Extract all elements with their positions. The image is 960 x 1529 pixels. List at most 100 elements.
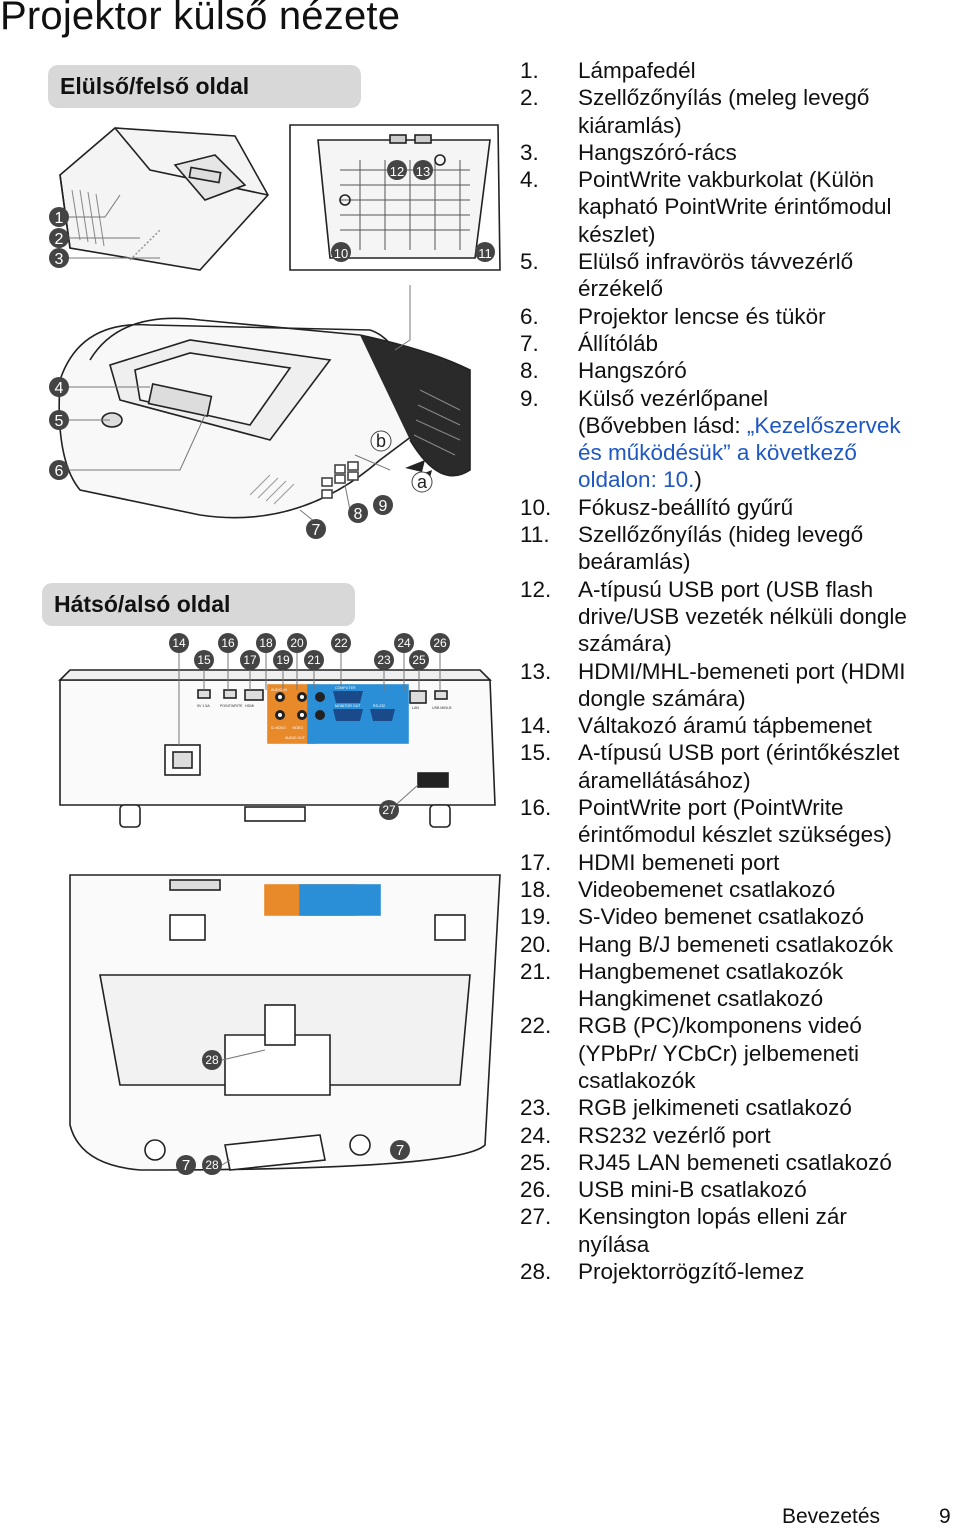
list-item-line: Szellőzőnyílás (meleg levegő — [578, 85, 870, 111]
list-item-line: RS232 vezérlő port — [578, 1122, 771, 1148]
list-item-number: 17. — [520, 849, 552, 875]
controls-link[interactable]: „Kezelőszervek — [746, 412, 901, 438]
list-item: 19. S-Video bemenet csatlakozó — [520, 903, 950, 930]
list-item-line: Hangkimenet csatlakozó — [578, 986, 824, 1012]
callout-5: 5 — [49, 410, 69, 430]
list-item-line: RJ45 LAN bemeneti csatlakozó — [578, 1149, 892, 1175]
list-item-number: 25. — [520, 1149, 552, 1175]
rear-bottom-figure: 14 16 18 20 22 24 26 15 17 19 21 23 25 2… — [58, 633, 501, 1175]
list-item: 9.Külső vezérlőpanel(Bővebben lásd: „Kez… — [520, 385, 950, 494]
list-item-line: Hangbemenet csatlakozók — [578, 958, 844, 984]
list-item-line: drive/USB vezeték nélküli dongle — [578, 603, 907, 629]
callout-4-text: 4 — [55, 380, 64, 397]
callout-2-text: 2 — [55, 231, 64, 248]
callout-17: 17 — [240, 650, 260, 670]
callout-15: 15 — [194, 650, 214, 670]
small-projector-body — [59, 127, 269, 271]
list-item-line: kapható PointWrite érintőmodul — [578, 194, 892, 220]
list-item: 20.Hang B/J bemeneti csatlakozók — [520, 931, 950, 958]
callout-20-text: 20 — [290, 636, 304, 650]
list-item-line: Kensington lopás elleni zár — [578, 1204, 847, 1230]
callout-21-text: 21 — [307, 653, 321, 667]
list-item: 8.Hangszóró — [520, 357, 950, 384]
list-item-number: 21. — [520, 958, 552, 984]
callout-6-text: 6 — [55, 463, 64, 480]
list-item-text: Állítóláb — [578, 330, 950, 357]
section-label-front-text: Elülső/felső oldal — [60, 73, 250, 99]
callout-7-right-text: 7 — [396, 1142, 404, 1159]
section-label-front: Elülső/felső oldal — [48, 65, 361, 108]
callout-7: 7 — [306, 519, 326, 539]
list-item-text: Fókusz-beállító gyűrű — [578, 494, 950, 521]
list-item-number: 11. — [520, 522, 550, 548]
panel-label-audio-out: AUDIO OUT — [285, 736, 306, 740]
callout-7-right: 7 — [390, 1140, 410, 1160]
section-label-rear: Hátsó/alsó oldal — [42, 583, 355, 626]
panel-label-lan: LAN — [412, 706, 419, 710]
list-item-number: 7. — [520, 330, 539, 356]
page-title: Projektor külső nézete — [0, 0, 401, 38]
list-item-line: Lámpafedél — [578, 58, 696, 83]
callout-7-text: 7 — [312, 522, 321, 539]
list-item-number: 1. — [520, 58, 539, 83]
controls-link-line3[interactable]: oldalon: 10. — [578, 467, 695, 493]
item9-ref-line3: oldalon: 10.) — [578, 466, 950, 493]
control-panel-buttons — [321, 461, 359, 499]
callout-9: 9 — [373, 495, 393, 515]
list-item-text: S-Video bemenet csatlakozó — [578, 903, 950, 930]
feature-list: 1. Lámpafedél 2. Szellőzőnyílás (meleg leve… — [520, 57, 950, 1285]
kensington-slot — [417, 772, 449, 788]
footer-section: Bevezetés — [782, 1505, 881, 1528]
list-item: 28.Projektorrögzítő-lemez — [520, 1258, 950, 1285]
callout-12-text: 12 — [390, 164, 404, 179]
list-item-number: 2. — [520, 85, 539, 111]
list-item-number: 3. — [520, 139, 539, 165]
callout-3-text: 3 — [55, 251, 64, 268]
controls-link-line2[interactable]: és működésük” a következő — [578, 440, 857, 466]
item9-ref-suffix: ) — [694, 467, 702, 493]
list-item-line: Projektor lencse és tükör — [578, 303, 826, 329]
list-item-text: Lámpafedél — [578, 57, 950, 84]
callout-10: 10 — [331, 242, 351, 262]
panel-label-pointwrite: POINTWRITE — [220, 704, 243, 708]
list-item-line: Szellőzőnyílás (hideg levegő — [578, 522, 864, 548]
callout-22: 22 — [331, 633, 351, 653]
list-item-line: beáramlás) — [578, 549, 691, 575]
callout-7-left: 7 — [176, 1155, 196, 1175]
list-item-text: Videobemenet csatlakozó — [578, 876, 950, 903]
callout-10-text: 10 — [334, 246, 348, 261]
list-item-text: RGB jelkimeneti csatlakozó — [578, 1094, 950, 1121]
list-item-number: 13. — [520, 658, 552, 684]
list-item-number: 23. — [520, 1095, 552, 1121]
list-item-number: 24. — [520, 1122, 552, 1148]
list-item-number: 19. — [520, 904, 552, 930]
list-item-number: 16. — [520, 795, 552, 821]
panel-label-video: VIDEO — [292, 726, 303, 730]
list-item-text: RS232 vezérlő port — [578, 1122, 950, 1149]
list-item-text: Hangszóró — [578, 357, 950, 384]
section-label-rear-text: Hátsó/alsó oldal — [54, 591, 231, 617]
list-item: 18.Videobemenet csatlakozó — [520, 876, 950, 903]
callout-12: 12 — [387, 160, 407, 180]
list-item: 25. RJ45 LAN bemeneti csatlakozó — [520, 1149, 950, 1176]
panel-label-s-video: S-VIDEO — [271, 726, 286, 730]
callout-28-lower: 28 — [202, 1155, 222, 1175]
callout-21: 21 — [304, 650, 324, 670]
list-item-line: nyílása — [578, 1231, 650, 1257]
list-item-line: Fókusz-beállító gyűrű — [578, 494, 794, 520]
item9-ref-line1: (Bővebben lásd: „Kezelőszervek — [578, 412, 950, 439]
panel-label-rs232: RS-232 — [373, 704, 385, 708]
list-item: 23. RGB jelkimeneti csatlakozó — [520, 1094, 950, 1121]
callout-11-text: 11 — [478, 246, 492, 261]
